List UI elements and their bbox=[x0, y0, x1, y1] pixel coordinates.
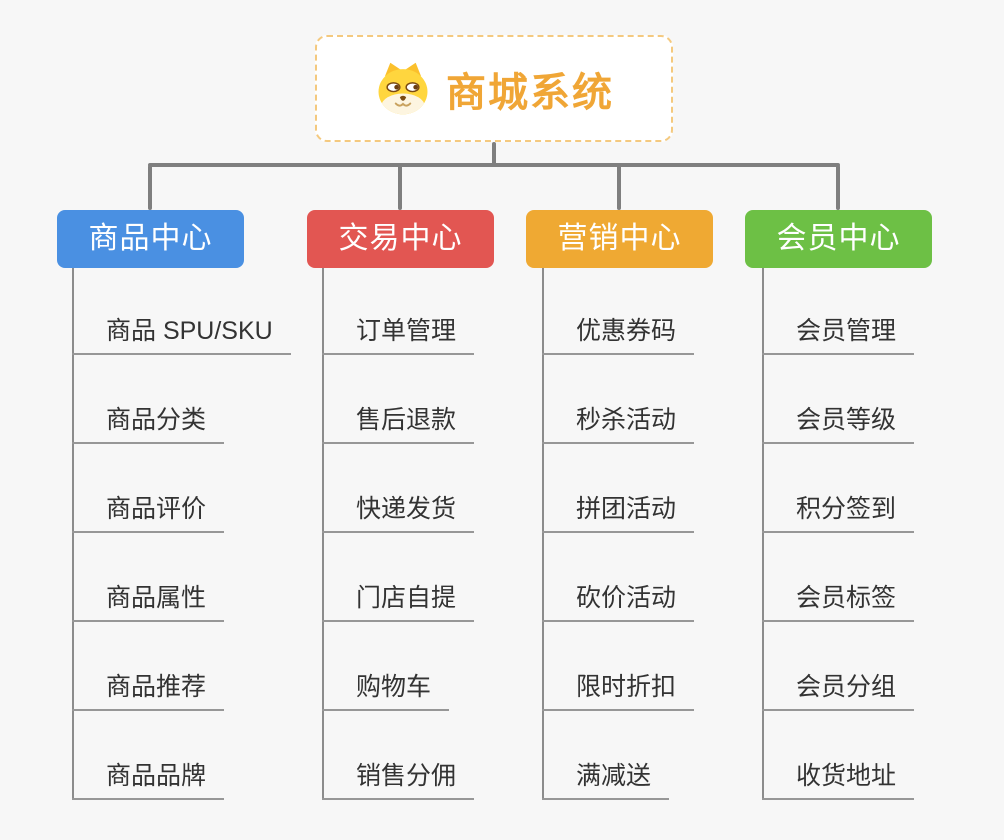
leaf-node[interactable]: 积分签到 bbox=[762, 489, 915, 533]
leaf-node[interactable]: 优惠券码 bbox=[542, 311, 695, 355]
leaf-node[interactable]: 商品分类 bbox=[72, 400, 225, 444]
leaf-node[interactable]: 会员管理 bbox=[762, 311, 915, 355]
leaf-row: 限时折扣 bbox=[542, 622, 695, 711]
branch-node-marketing-center[interactable]: 营销中心 bbox=[526, 210, 713, 268]
leaf-node[interactable]: 商品评价 bbox=[72, 489, 225, 533]
leaf-node[interactable]: 商品属性 bbox=[72, 578, 225, 622]
leaf-node[interactable]: 商品品牌 bbox=[72, 756, 225, 800]
root-node[interactable]: 商城系统 bbox=[315, 35, 673, 142]
leaf-node[interactable]: 商品 SPU/SKU bbox=[72, 311, 291, 355]
leaf-row: 订单管理 bbox=[322, 266, 475, 355]
leaf-node[interactable]: 会员分组 bbox=[762, 667, 915, 711]
branch-spine-line-4 bbox=[762, 268, 764, 800]
leaf-node[interactable]: 砍价活动 bbox=[542, 578, 695, 622]
leaf-node[interactable]: 满减送 bbox=[542, 756, 670, 800]
children-column-trade: 订单管理 售后退款 快递发货 门店自提 购物车 销售分佣 bbox=[322, 266, 475, 800]
leaf-row: 优惠券码 bbox=[542, 266, 695, 355]
leaf-row: 商品推荐 bbox=[72, 622, 291, 711]
leaf-row: 收货地址 bbox=[762, 711, 915, 800]
leaf-row: 积分签到 bbox=[762, 444, 915, 533]
leaf-row: 会员管理 bbox=[762, 266, 915, 355]
leaf-node[interactable]: 快递发货 bbox=[322, 489, 475, 533]
branch-spine-line-2 bbox=[322, 268, 324, 800]
connector-root-vertical bbox=[492, 142, 496, 166]
leaf-node[interactable]: 会员标签 bbox=[762, 578, 915, 622]
leaf-node[interactable]: 拼团活动 bbox=[542, 489, 695, 533]
connector-drop-branch-4 bbox=[836, 165, 840, 210]
leaf-row: 销售分佣 bbox=[322, 711, 475, 800]
leaf-row: 会员标签 bbox=[762, 533, 915, 622]
leaf-node[interactable]: 门店自提 bbox=[322, 578, 475, 622]
leaf-row: 商品评价 bbox=[72, 444, 291, 533]
leaf-node[interactable]: 秒杀活动 bbox=[542, 400, 695, 444]
dog-face-icon bbox=[378, 62, 428, 114]
children-column-product: 商品 SPU/SKU 商品分类 商品评价 商品属性 商品推荐 商品品牌 bbox=[72, 266, 291, 800]
branch-spine-line-3 bbox=[542, 268, 544, 800]
leaf-row: 拼团活动 bbox=[542, 444, 695, 533]
leaf-node[interactable]: 限时折扣 bbox=[542, 667, 695, 711]
leaf-node[interactable]: 订单管理 bbox=[322, 311, 475, 355]
connector-drop-branch-3 bbox=[617, 165, 621, 210]
leaf-node[interactable]: 销售分佣 bbox=[322, 756, 475, 800]
connector-horizontal-bar bbox=[148, 163, 840, 167]
leaf-row: 门店自提 bbox=[322, 533, 475, 622]
leaf-row: 秒杀活动 bbox=[542, 355, 695, 444]
leaf-node[interactable]: 收货地址 bbox=[762, 756, 915, 800]
leaf-row: 购物车 bbox=[322, 622, 474, 711]
leaf-row: 商品分类 bbox=[72, 355, 291, 444]
leaf-row: 满减送 bbox=[542, 711, 694, 800]
branch-spine-line-1 bbox=[72, 268, 74, 800]
leaf-row: 商品 SPU/SKU bbox=[72, 266, 291, 355]
leaf-row: 售后退款 bbox=[322, 355, 475, 444]
children-column-member: 会员管理 会员等级 积分签到 会员标签 会员分组 收货地址 bbox=[762, 266, 915, 800]
connector-drop-branch-1 bbox=[148, 165, 152, 210]
leaf-node[interactable]: 售后退款 bbox=[322, 400, 475, 444]
branch-node-member-center[interactable]: 会员中心 bbox=[745, 210, 932, 268]
leaf-node[interactable]: 购物车 bbox=[322, 667, 450, 711]
leaf-row: 商品品牌 bbox=[72, 711, 291, 800]
leaf-row: 会员分组 bbox=[762, 622, 915, 711]
branch-node-trade-center[interactable]: 交易中心 bbox=[307, 210, 494, 268]
leaf-row: 商品属性 bbox=[72, 533, 291, 622]
leaf-row: 砍价活动 bbox=[542, 533, 695, 622]
leaf-node[interactable]: 商品推荐 bbox=[72, 667, 225, 711]
branch-node-product-center[interactable]: 商品中心 bbox=[57, 210, 244, 268]
leaf-row: 会员等级 bbox=[762, 355, 915, 444]
leaf-row: 快递发货 bbox=[322, 444, 475, 533]
children-column-marketing: 优惠券码 秒杀活动 拼团活动 砍价活动 限时折扣 满减送 bbox=[542, 266, 695, 800]
root-title: 商城系统 bbox=[446, 70, 614, 115]
connector-drop-branch-2 bbox=[398, 165, 402, 210]
leaf-node[interactable]: 会员等级 bbox=[762, 400, 915, 444]
